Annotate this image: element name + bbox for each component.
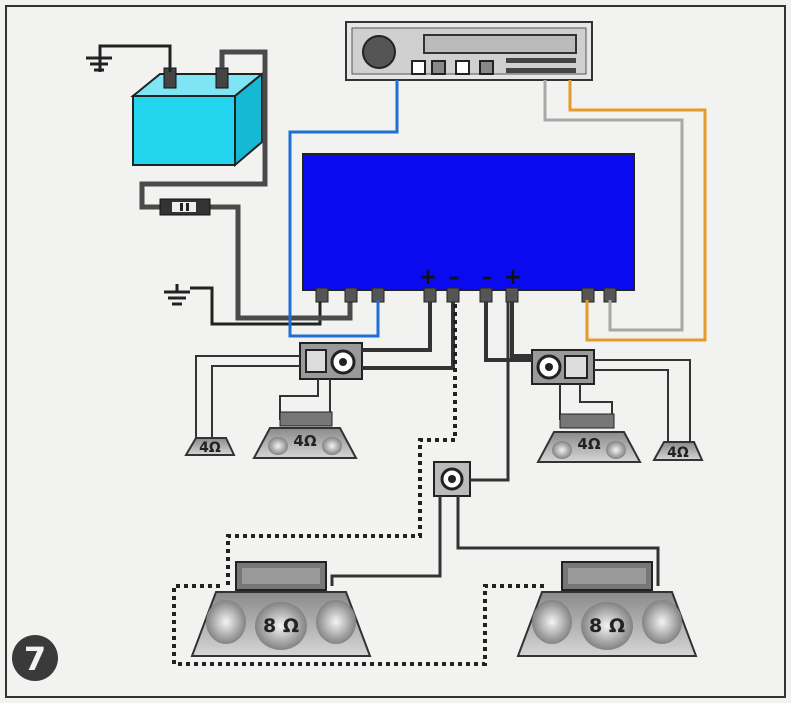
battery-terminal-positive (215, 67, 229, 89)
amplifier-body (302, 153, 635, 291)
frame-border (5, 5, 786, 698)
tweeter-left (184, 437, 236, 456)
remote-wire (288, 80, 399, 338)
subwoofer-left (190, 561, 372, 657)
tweeter-left-label: 4Ω (199, 440, 221, 456)
ground-symbol-amp-icon (164, 284, 322, 326)
battery (130, 67, 265, 168)
figure-number-badge (12, 635, 58, 681)
tweeter-right (652, 441, 704, 461)
subwoofer-right (516, 561, 698, 657)
subwoofer-left-label: 8 Ω (263, 615, 299, 637)
woofer-front-left-label: 4Ω (293, 432, 316, 450)
woofer-front-right (536, 413, 642, 463)
woofer-front-right-label: 4Ω (577, 435, 600, 453)
battery-body (132, 95, 236, 166)
amplifier-terminals (315, 287, 617, 303)
crossover-left (299, 342, 363, 380)
rca-wire-left (543, 80, 684, 332)
power-wire (139, 49, 353, 321)
head-unit-display (423, 34, 577, 54)
terminal-label-4: + (504, 265, 522, 290)
terminal-label-2: – (449, 265, 460, 290)
figure-number: 7 (24, 640, 46, 678)
crossover-right (531, 349, 595, 385)
ground-symbol-battery-icon (86, 44, 172, 72)
head-unit-knob-icon (362, 35, 396, 69)
terminal-label-1: + (419, 265, 437, 290)
tweeter-right-label: 4Ω (667, 445, 689, 461)
terminal-label-3: – (482, 265, 493, 290)
crossover-sub (433, 461, 471, 497)
head-unit (345, 21, 593, 81)
woofer-front-left (252, 411, 358, 459)
dotted-wires (172, 304, 545, 666)
speaker-wires-thin (195, 355, 691, 442)
sub-wires (330, 302, 660, 586)
inline-fuse-icon (159, 198, 211, 216)
subwoofer-right-label: 8 Ω (589, 615, 625, 637)
rca-wire-right (568, 80, 707, 342)
